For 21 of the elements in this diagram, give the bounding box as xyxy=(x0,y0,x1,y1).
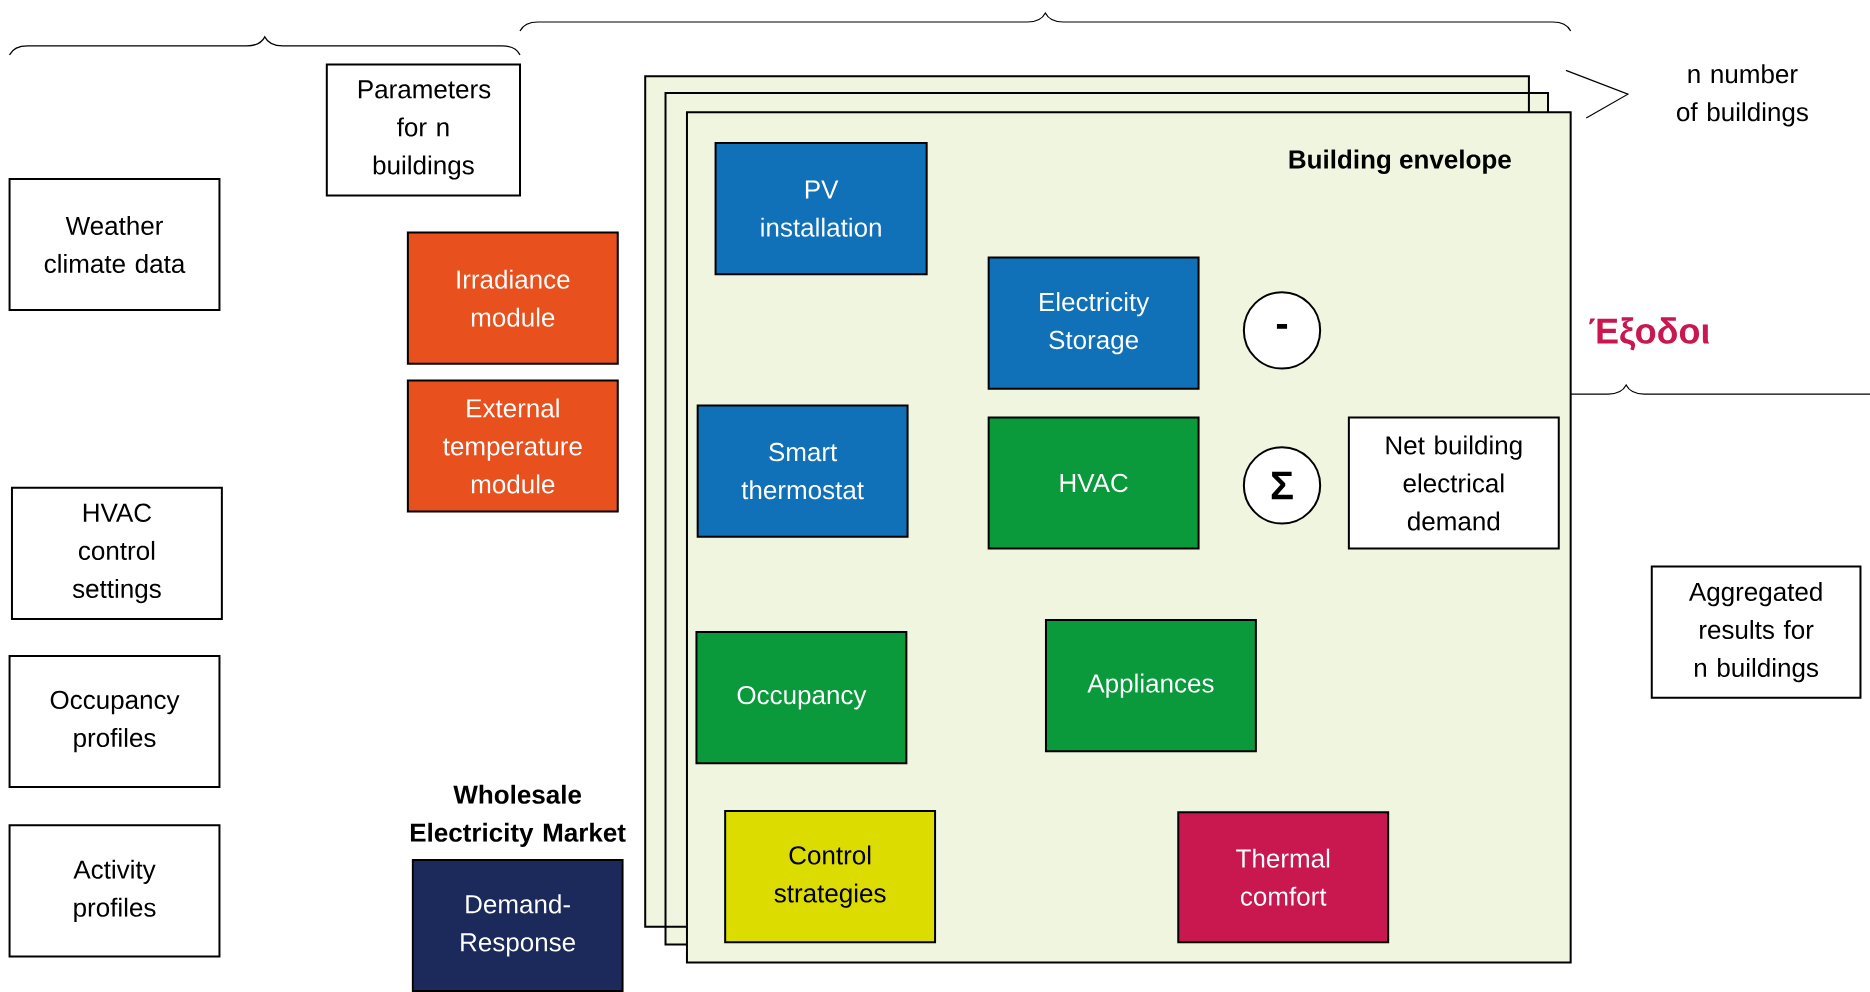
process-box: Activity profiles xyxy=(8,824,221,958)
process-box: Smart thermostat xyxy=(696,404,909,538)
process-box: Occupancy profiles xyxy=(8,654,221,789)
node-label: Wholesale Electricity Market xyxy=(410,784,626,848)
process-box: HVAC control settings xyxy=(10,486,223,620)
process-box: External temperature module xyxy=(406,379,619,513)
process-box: Thermal comfort xyxy=(1177,811,1390,944)
process-box: HVAC xyxy=(987,416,1200,550)
process-box: Net building electrical demand xyxy=(1347,416,1560,550)
note-text: n number of buildings xyxy=(1677,64,1808,127)
process-box: Appliances xyxy=(1044,619,1257,753)
section-heading: Έξοδοι xyxy=(1589,317,1710,351)
process-box: Aggregated results for n buildings xyxy=(1650,565,1862,699)
process-box: PV installation xyxy=(714,142,928,276)
process-box: Wholesale Electricity Market Demand-Response xyxy=(410,784,626,992)
process-box: Control strategies xyxy=(724,810,937,944)
process-box: Electricity Storage xyxy=(987,256,1200,390)
process-box: Weather climate data xyxy=(8,177,221,312)
process-box: Irradiance module xyxy=(406,231,619,365)
process-box: Occupancy xyxy=(695,631,908,765)
process-box: Parameters for n buildings xyxy=(325,63,521,197)
